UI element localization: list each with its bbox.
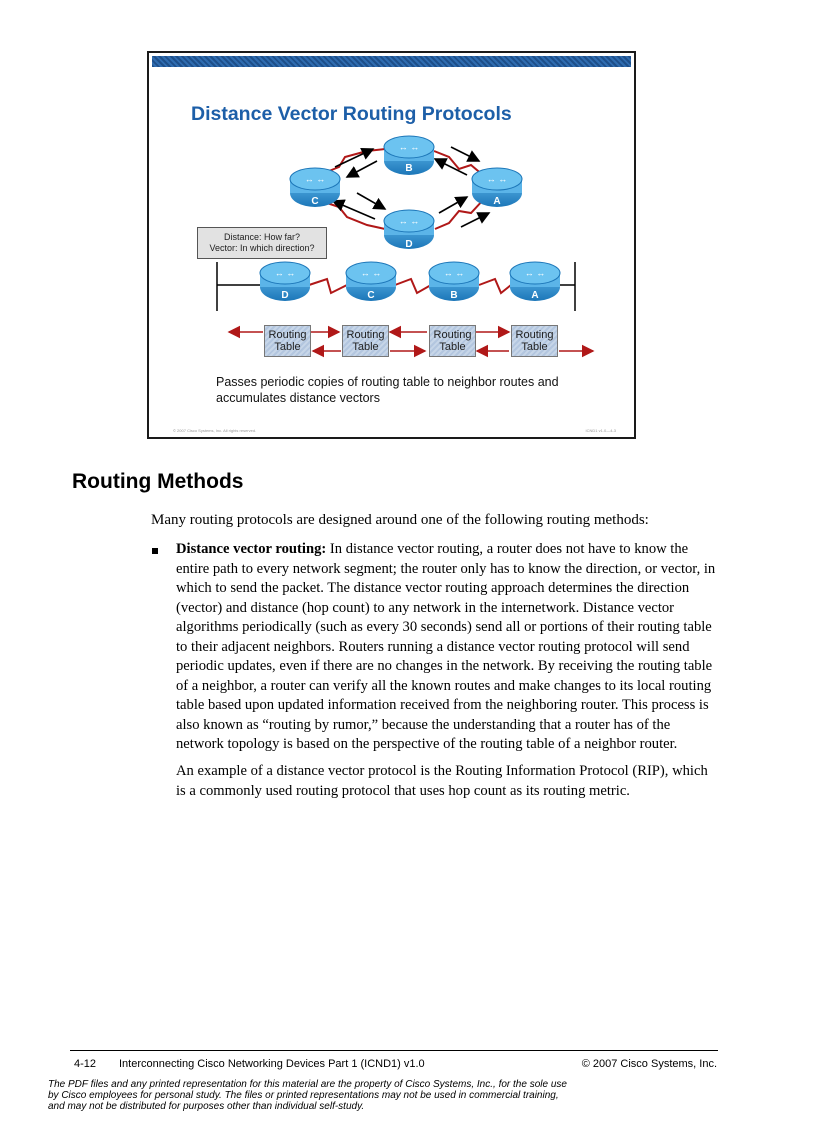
router-d: ↔ ↔ D xyxy=(383,209,435,250)
distance-vector-callout: Distance: How far? Vector: In which dire… xyxy=(197,227,327,259)
router-d-label: D xyxy=(405,239,412,250)
slide-caption: Passes periodic copies of routing table … xyxy=(216,375,559,405)
svg-text:↔ ↔: ↔ ↔ xyxy=(525,268,546,278)
router-b-label: B xyxy=(405,163,412,174)
section-heading: Routing Methods xyxy=(72,470,244,493)
table-exchange-arrows xyxy=(227,325,595,358)
router-b: ↔ ↔ B xyxy=(383,135,435,175)
footer-disclaimer: The PDF files and any printed representa… xyxy=(48,1079,567,1112)
routing-table-d: Routing Table xyxy=(264,325,311,357)
routing-table-c: Routing Table xyxy=(342,325,389,357)
serial-links xyxy=(308,277,512,295)
svg-text:↔ ↔: ↔ ↔ xyxy=(487,174,508,184)
footer-divider xyxy=(70,1050,718,1051)
svg-text:D: D xyxy=(281,290,288,301)
routing-table-b: Routing Table xyxy=(429,325,476,357)
svg-text:B: B xyxy=(450,290,457,301)
routing-table-a: Routing Table xyxy=(511,325,558,357)
router-c-label: C xyxy=(311,196,318,207)
bullet-term: Distance vector routing: xyxy=(176,541,327,557)
svg-text:↔ ↔: ↔ ↔ xyxy=(399,142,420,152)
callout-distance: Distance: How far? xyxy=(223,232,301,242)
bullet-body: In distance vector routing, a router doe… xyxy=(176,541,716,752)
line-router-c: ↔ ↔ C xyxy=(345,261,397,301)
svg-text:C: C xyxy=(367,290,374,301)
svg-text:A: A xyxy=(531,290,538,301)
rip-example-paragraph: An example of a distance vector protocol… xyxy=(176,763,708,799)
square-bullet-icon xyxy=(152,548,158,554)
bullet-distance-vector: Distance vector routing: In distance vec… xyxy=(176,540,716,755)
router-a-label: A xyxy=(493,196,500,207)
direction-arrows xyxy=(331,146,491,228)
footer-page-number: 4-12 xyxy=(74,1058,97,1070)
router-a: ↔ ↔ A xyxy=(471,167,523,207)
router-c: ↔ ↔ C xyxy=(289,167,341,207)
svg-text:↔ ↔: ↔ ↔ xyxy=(444,268,465,278)
callout-vector: Vector: In which direction? xyxy=(209,243,315,253)
slide-title: Distance Vector Routing Protocols xyxy=(191,103,512,125)
slide-copyright: © 2007 Cisco Systems, Inc. All rights re… xyxy=(173,428,257,433)
line-router-a: ↔ ↔ A xyxy=(509,261,561,301)
svg-text:↔ ↔: ↔ ↔ xyxy=(399,216,420,226)
intro-paragraph: Many routing protocols are designed arou… xyxy=(151,512,649,528)
svg-text:↔ ↔: ↔ ↔ xyxy=(305,174,326,184)
line-router-b: ↔ ↔ B xyxy=(428,261,480,301)
slide-figure: Distance Vector Routing Protocols xyxy=(147,51,636,439)
footer-copyright: © 2007 Cisco Systems, Inc. xyxy=(581,1058,717,1070)
slide-header-bar xyxy=(152,56,631,67)
slide-code: ICND1 v1.0—4-3 xyxy=(585,428,616,433)
svg-text:↔ ↔: ↔ ↔ xyxy=(275,268,296,278)
svg-text:↔ ↔: ↔ ↔ xyxy=(361,268,382,278)
routing-diagram: ↔ ↔ B ↔ ↔ C ↔ ↔ A ↔ ↔ D xyxy=(216,135,595,358)
footer-course-title: Interconnecting Cisco Networking Devices… xyxy=(119,1058,425,1070)
line-router-d: ↔ ↔ D xyxy=(259,261,311,301)
